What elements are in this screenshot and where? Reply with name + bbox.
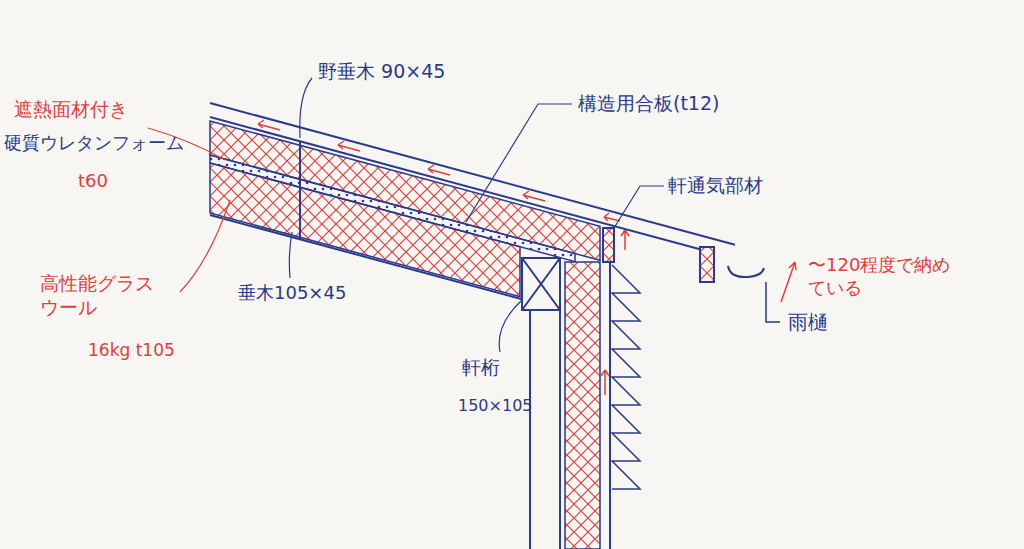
leader-lines <box>289 78 664 352</box>
part-label: 軒桁 <box>462 356 500 380</box>
part-label: 16kg t105 <box>88 340 175 361</box>
part-label: 軒通気部材 <box>668 174 763 198</box>
part-label: 垂木105×45 <box>238 282 346 305</box>
roof-section <box>210 103 780 549</box>
part-label: 遮熱面材付き <box>14 98 128 122</box>
part-label: 150×105 <box>458 396 532 416</box>
part-label: t60 <box>78 170 108 193</box>
part-label: 高性能グラスウール <box>40 272 170 320</box>
part-label: 野垂木 90×45 <box>318 60 445 84</box>
vent-arrows <box>258 120 796 395</box>
part-label: 硬質ウレタンフォーム <box>4 132 184 155</box>
part-label: 雨樋 <box>788 310 828 335</box>
part-label: 〜120程度で納めている <box>808 254 958 299</box>
part-label: 構造用合板(t12) <box>578 92 719 116</box>
